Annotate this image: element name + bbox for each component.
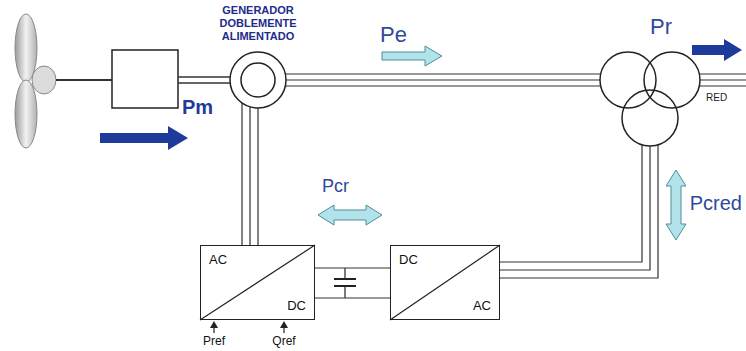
power-arrow — [100, 126, 188, 150]
rotor-wires — [242, 103, 258, 245]
capacitor-symbol — [334, 268, 356, 298]
converter-grid-line — [500, 145, 658, 278]
power-double-arrow — [666, 170, 686, 240]
dc-link — [315, 268, 390, 298]
power-label: Pe — [380, 22, 407, 47]
node-text: DC — [399, 252, 418, 267]
power-label: Pcr — [322, 176, 349, 197]
generator-symbol — [230, 52, 286, 108]
stator-line — [286, 74, 601, 86]
shaft — [56, 79, 112, 81]
grid-label: RED — [706, 92, 727, 104]
node-text: AC — [209, 252, 227, 267]
node-text: AC — [473, 298, 491, 313]
node-heading: GENERADOR DOBLEMENTE ALIMENTADO — [203, 4, 313, 43]
reference-arrow — [210, 321, 288, 333]
converter-diagonal — [200, 245, 500, 320]
signal-label: Qref — [272, 335, 295, 349]
node-text: DC — [287, 298, 306, 313]
power-label: Pr — [650, 14, 672, 39]
converter-box: DC AC — [390, 245, 500, 320]
fast-shaft — [178, 77, 231, 83]
power-label: Pm — [182, 96, 213, 119]
generator-node: GENERADOR DOBLEMENTE ALIMENTADO — [190, 4, 326, 112]
wind-rotor — [15, 14, 56, 148]
converter-box: AC DC — [200, 245, 315, 320]
signal-label: Pref — [203, 335, 225, 349]
transformer-symbol — [600, 52, 700, 146]
power-arrow — [382, 46, 442, 66]
power-label: Pcred — [690, 192, 742, 215]
power-arrow — [692, 39, 742, 61]
gearbox — [112, 50, 178, 108]
power-double-arrow — [318, 205, 382, 225]
grid-line — [699, 74, 746, 86]
